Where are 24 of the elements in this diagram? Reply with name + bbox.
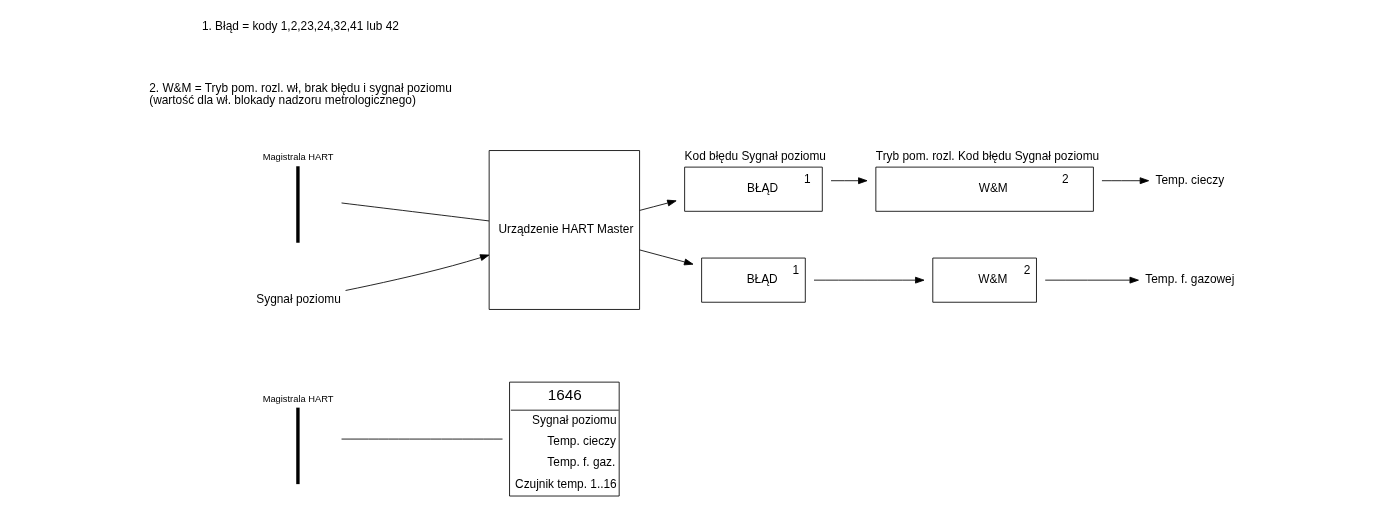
node-box: BŁĄD 1 [683, 166, 823, 212]
node-text: Sygnał poziomu [255, 291, 341, 306]
node-box [295, 407, 300, 485]
arrow [344, 254, 489, 291]
arrow [1101, 177, 1149, 185]
arrow [638, 249, 693, 266]
node-label: Magistrala HART [262, 393, 334, 404]
label: 1. Błąd = kody 1,2,23,24,32,41 lub 42 [201, 19, 399, 34]
node-box: W&M 2 [931, 257, 1037, 303]
node-label: Kod błędu Sygnał poziomu [684, 149, 826, 164]
arrow [813, 276, 924, 284]
node-label: Tryb pom. rozl. Kod błędu Sygnał poziomu [875, 149, 1099, 164]
node-box: Urządzenie HART Master [488, 150, 640, 310]
arrow [638, 199, 677, 211]
node-text: Temp. cieczy [1154, 172, 1224, 187]
node-box: BŁĄD 1 [700, 257, 806, 303]
node-label: Magistrala HART [262, 152, 334, 163]
node-box: W&M 2 [874, 166, 1094, 212]
node-text: Temp. f. gazowej [1144, 272, 1234, 287]
arrow [1044, 276, 1139, 284]
label: 2. W&M = Tryb pom. rozl. wł, brak błędu i sygnał poziomu (wartość dla wł. blokady nadzoru metrologicznego) [148, 80, 452, 108]
arrow [830, 177, 867, 185]
connector [340, 202, 489, 222]
node-box [295, 166, 300, 243]
